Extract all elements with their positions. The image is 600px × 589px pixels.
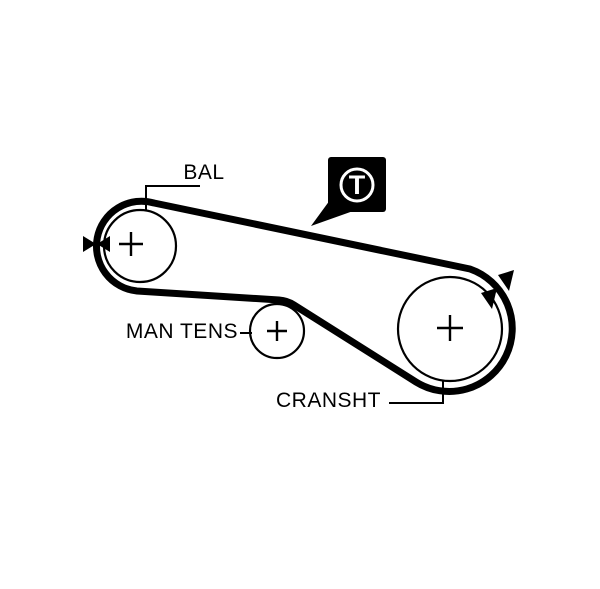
- crankshaft-pulley-circle: [396, 275, 504, 383]
- bal-leader-line: [145, 185, 200, 211]
- bal-pulley-circle: [102, 208, 178, 284]
- tension-badge: T: [311, 157, 386, 226]
- crankshaft-center-cross-icon: [437, 315, 463, 341]
- man-tens-label: MAN TENS: [126, 320, 238, 343]
- tension-badge-letter: T: [349, 170, 366, 200]
- cransht-leader-line: [389, 381, 444, 404]
- man-tens-pulley-circle: [248, 302, 306, 360]
- cransht-label: CRANSHT: [276, 389, 381, 412]
- belt-direction-arrows-left-icon: [83, 236, 110, 252]
- tension-badge-box: [328, 157, 386, 212]
- bal-center-cross-icon: [119, 232, 143, 256]
- bal-label: BAL: [183, 161, 224, 184]
- man-tens-center-cross-icon: [267, 321, 287, 341]
- belt-direction-arrows-crankshaft-icon: [481, 270, 514, 309]
- timing-belt-path: [92, 197, 516, 395]
- tension-badge-ring: [339, 167, 375, 203]
